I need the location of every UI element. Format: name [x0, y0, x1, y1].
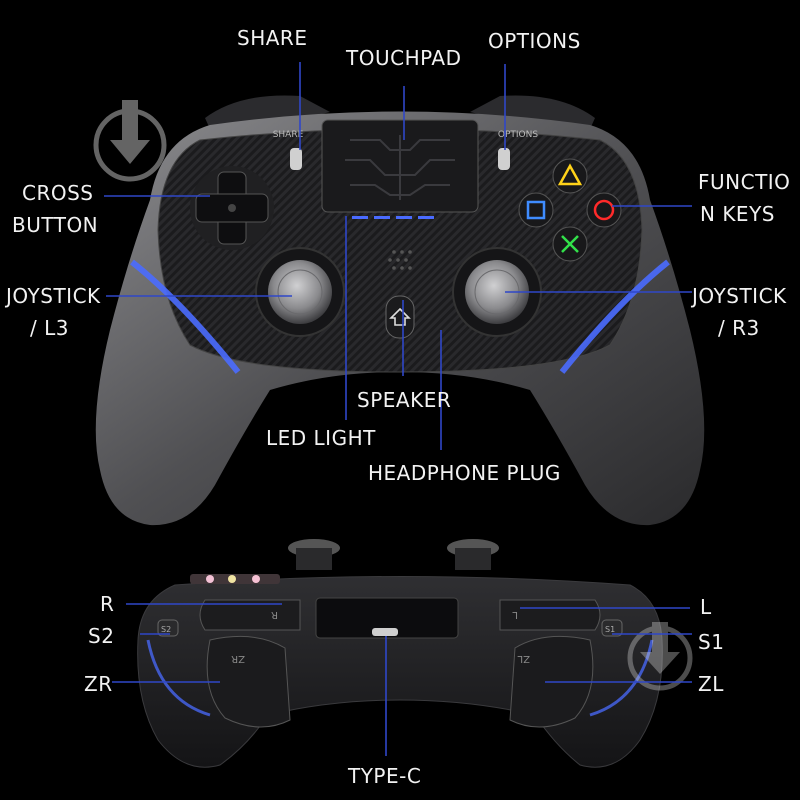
share-marking: SHARE	[273, 130, 304, 140]
back-led-right	[589, 639, 654, 717]
center-panel	[315, 597, 459, 639]
label-share: SHARE	[237, 26, 308, 50]
label-type-c: TYPE-C	[348, 764, 422, 788]
label-touchpad: TOUCHPAD	[346, 46, 462, 70]
label-zl: ZL	[698, 672, 724, 696]
label-cross-button-line1: CROSS	[22, 181, 94, 205]
s2-button[interactable]	[157, 619, 179, 637]
zr-trigger[interactable]	[206, 635, 291, 728]
zl-marking: ZL	[517, 653, 530, 664]
label-joystick-l3-line1: JOYSTICK	[6, 284, 101, 308]
led-light-strip	[352, 216, 434, 219]
options-marking: OPTIONS	[498, 130, 538, 140]
square-button[interactable]	[518, 192, 554, 228]
r-marking: R	[271, 609, 278, 620]
s2-marking: S2	[161, 625, 171, 634]
touchpad-circuit-pattern	[345, 135, 455, 200]
zr-marking: ZR	[231, 653, 245, 664]
label-s1: S1	[698, 630, 725, 654]
label-joystick-r3-line2: / R3	[718, 316, 760, 340]
label-led-light: LED LIGHT	[266, 426, 376, 450]
function-keys	[518, 158, 622, 262]
label-zr: ZR	[84, 672, 113, 696]
label-cross-button-line2: BUTTON	[12, 213, 99, 237]
download-watermark-icon	[93, 100, 167, 182]
label-s2: S2	[88, 624, 115, 648]
back-led-left	[146, 639, 211, 717]
triangle-icon	[557, 163, 583, 186]
download-watermark-icon	[627, 622, 693, 691]
label-headphone-plug: HEADPHONE PLUG	[368, 461, 561, 485]
circle-button[interactable]	[586, 192, 622, 228]
label-options: OPTIONS	[488, 29, 581, 53]
led-bar-left	[130, 259, 241, 374]
type-c-port[interactable]	[372, 628, 398, 636]
controller-front-view: SHARE OPTIONS	[95, 95, 705, 526]
circle-icon	[593, 199, 615, 221]
controller-back-view: R L ZR ZL S2 S1	[137, 539, 663, 768]
l-marking: L	[512, 609, 518, 620]
options-button[interactable]	[498, 148, 510, 170]
cross-icon	[561, 235, 579, 253]
label-joystick-r3-line1: JOYSTICK	[692, 284, 787, 308]
label-r: R	[100, 592, 115, 616]
led-bar-right	[559, 259, 670, 374]
label-function-keys-line2: N KEYS	[700, 202, 775, 226]
label-joystick-l3-line2: / L3	[30, 316, 69, 340]
home-button[interactable]	[385, 295, 415, 339]
s1-marking: S1	[605, 625, 615, 634]
label-speaker: SPEAKER	[357, 388, 452, 412]
speaker-grille	[388, 250, 412, 270]
cross-button-dpad[interactable]	[190, 166, 274, 250]
square-icon	[526, 200, 546, 220]
label-l: L	[700, 595, 712, 619]
left-joystick[interactable]	[255, 247, 345, 337]
home-icon	[389, 307, 411, 326]
right-joystick[interactable]	[452, 247, 542, 337]
share-button[interactable]	[290, 148, 302, 170]
leader-lines	[104, 62, 692, 756]
s1-button[interactable]	[601, 619, 623, 637]
label-function-keys-line1: FUNCTIO	[698, 170, 791, 194]
